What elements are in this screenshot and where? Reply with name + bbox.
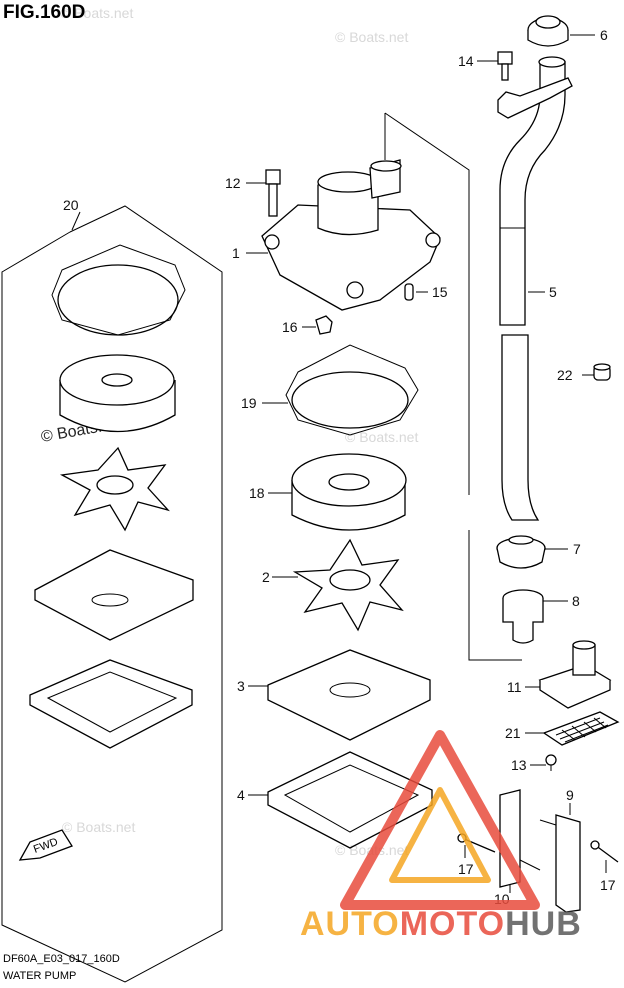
diagram-code: DF60A_E03_017_160D: [3, 953, 120, 965]
automotohub-logo: AUTOMOTOHUB: [300, 730, 582, 943]
part-18-liner[interactable]: [291, 453, 407, 531]
callout-12: 12: [225, 175, 241, 191]
callout-20: 20: [63, 197, 79, 213]
kit-outline-right: [384, 112, 470, 495]
callout-6: 6: [600, 27, 608, 43]
logo-text: AUTOMOTOHUB: [300, 905, 582, 943]
kit-liner: [59, 354, 176, 433]
logo-triangle-outer: [340, 730, 540, 910]
part-16-key[interactable]: [315, 315, 333, 335]
fwd-arrow: FWD: [18, 829, 73, 861]
callout-8: 8: [572, 593, 580, 609]
callout-5: 5: [549, 284, 557, 300]
part-15-pin[interactable]: [404, 283, 414, 301]
part-5-hose[interactable]: [497, 56, 573, 521]
callout-21: 21: [505, 725, 521, 741]
callout-9: 9: [566, 787, 574, 803]
callout-14: 14: [458, 53, 474, 69]
kit-ring: [51, 244, 186, 336]
callout-19: 19: [241, 395, 257, 411]
callout-22: 22: [557, 367, 573, 383]
part-13-screw[interactable]: [545, 754, 557, 771]
diagram-name: WATER PUMP: [3, 970, 76, 982]
part-9-bar[interactable]: [539, 814, 581, 913]
logo-auto: AUTO: [300, 905, 400, 943]
leader-lines: [71, 34, 607, 893]
part-3-plate[interactable]: [267, 649, 431, 741]
part-6-cap[interactable]: [527, 15, 569, 47]
callout-17-right: 17: [600, 877, 616, 893]
kit-impeller: [59, 446, 170, 532]
watermark-middle: © Boats.net: [345, 429, 418, 445]
part-22-grommet[interactable]: [593, 363, 611, 381]
callout-16: 16: [282, 319, 298, 335]
watermark-bottom-left: © Boats.net: [62, 819, 135, 835]
callout-18: 18: [249, 485, 265, 501]
kit-plate: [34, 549, 194, 641]
callout-1: 1: [232, 245, 240, 261]
figure-title: FIG.160D: [3, 2, 85, 23]
callout-17-left: 17: [458, 861, 474, 877]
logo-hub: HUB: [505, 905, 582, 943]
part-7-grommet[interactable]: [496, 535, 546, 569]
kit-gasket: [29, 659, 193, 749]
watermark-top-left: © Boats.net: [60, 5, 133, 21]
kit-outline-20: [1, 205, 223, 983]
callout-11: 11: [507, 679, 522, 695]
part-1-pump-case[interactable]: [261, 159, 441, 311]
part-17-screw-right[interactable]: [590, 840, 619, 863]
part-2-impeller[interactable]: [292, 538, 404, 632]
callout-13: 13: [511, 757, 527, 773]
callout-15: 15: [432, 284, 448, 300]
part-19-liner-ring[interactable]: [285, 344, 419, 436]
logo-triangle-inner: [389, 787, 491, 883]
callout-7: 7: [573, 541, 581, 557]
callout-2: 2: [262, 569, 270, 585]
watermark-top-right: © Boats.net: [335, 29, 408, 45]
logo-moto: MOTO: [400, 905, 505, 943]
part-11-nipple-plate[interactable]: [538, 640, 612, 709]
part-21-screen[interactable]: [542, 711, 620, 746]
kit-outline-right-lower: [468, 530, 522, 661]
part-8-sleeve[interactable]: [502, 589, 544, 644]
part-14-bolt[interactable]: [497, 51, 513, 81]
part-12-bolt[interactable]: [265, 169, 281, 217]
callout-3: 3: [237, 678, 245, 694]
callout-4: 4: [237, 787, 245, 803]
